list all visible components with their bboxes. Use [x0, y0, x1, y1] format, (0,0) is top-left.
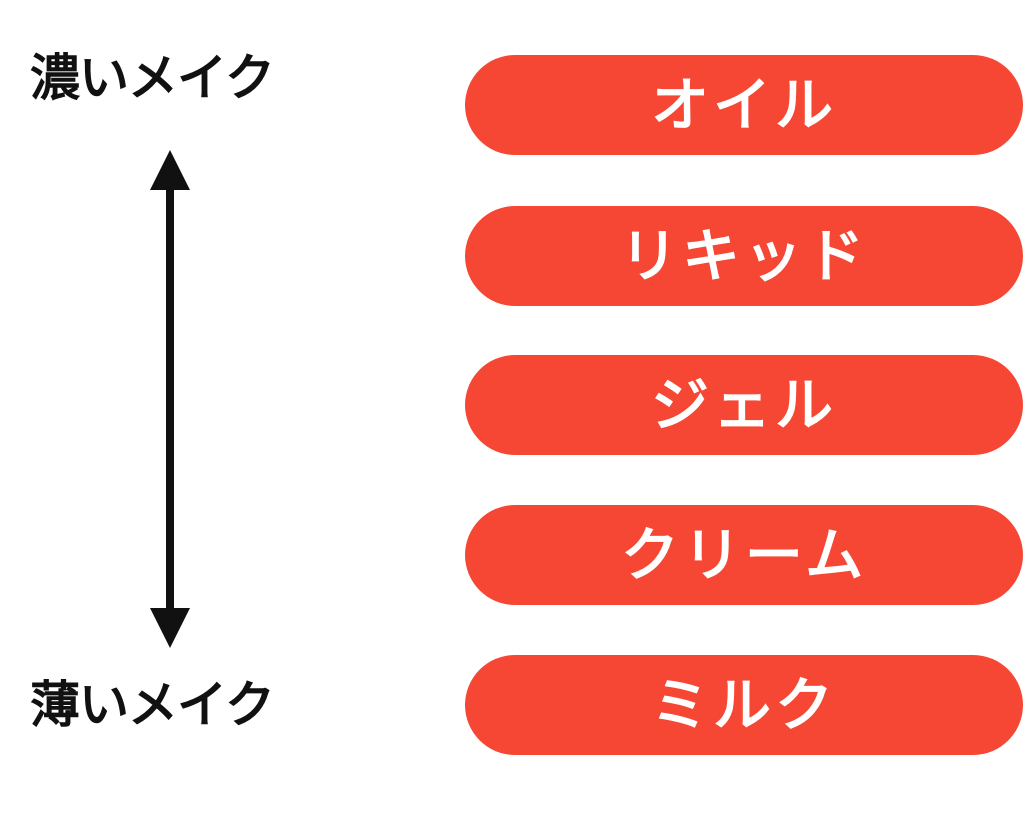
double-arrow-icon	[150, 150, 190, 648]
pill-liquid: リキッド	[465, 206, 1023, 306]
pill-label: リキッド	[619, 222, 868, 290]
pill-gel: ジェル	[465, 355, 1023, 455]
pill-oil: オイル	[465, 55, 1023, 155]
pill-label: ジェル	[650, 371, 837, 439]
pill-label: ミルク	[650, 671, 837, 739]
pill-milk: ミルク	[465, 655, 1023, 755]
pill-cream: クリーム	[465, 505, 1023, 605]
axis-bottom-label: 薄いメイク	[30, 676, 275, 734]
pill-label: クリーム	[620, 521, 868, 589]
pill-label: オイル	[650, 71, 837, 139]
axis-top-label: 濃いメイク	[30, 49, 275, 107]
